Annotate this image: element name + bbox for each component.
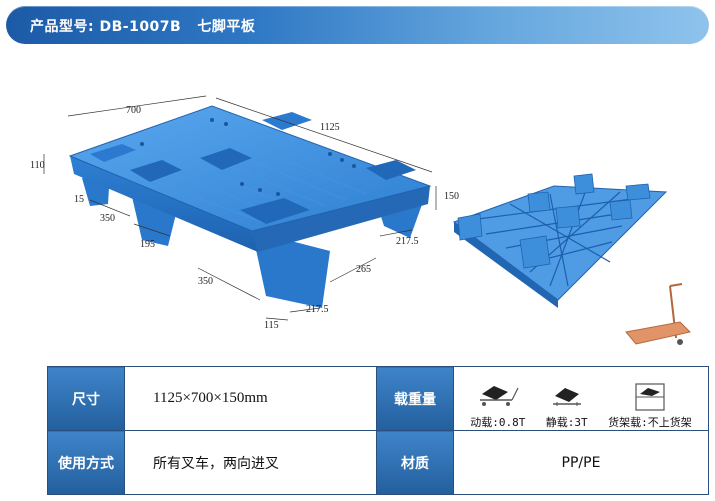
static-load-icon [552, 388, 581, 406]
rack-load-text: 货架载:不上货架 [608, 416, 692, 429]
dim-217-5-bottom: 217.5 [306, 304, 329, 315]
product-title: 产品型号: DB-1007B 七脚平板 [30, 19, 256, 35]
dim-350-bottom: 350 [198, 276, 213, 287]
pallet-top-view [68, 105, 432, 308]
static-load-text: 静载:3T [545, 416, 588, 429]
pallet-bottom-view [452, 173, 668, 308]
dim-265: 265 [356, 264, 371, 275]
dim-217-5-right: 217.5 [396, 236, 419, 247]
spec-row-1: 尺寸 1125×700×150mm 载重量 动载:0.8T [47, 366, 709, 431]
usage-label: 使用方式 [47, 430, 125, 495]
product-figure: 700 1125 110 150 15 350 195 350 115 217.… [30, 86, 710, 348]
dynamic-load-icon [479, 386, 519, 406]
dim-115: 115 [264, 320, 279, 331]
load-values: 动载:0.8T 静载:3T 货架载:不上货架 [453, 366, 709, 431]
rack-load-icon [635, 383, 665, 411]
rack-load: 货架载:不上货架 [608, 382, 692, 430]
dimension-annotations: 700 1125 110 150 15 350 195 350 115 217.… [30, 95, 459, 331]
spec-row-2: 使用方式 所有叉车，两向进叉 材质 PP/PE [47, 430, 709, 495]
material-label: 材质 [376, 430, 454, 495]
dim-700: 700 [126, 105, 141, 116]
dynamic-load: 动载:0.8T [470, 382, 525, 430]
material-value: PP/PE [453, 430, 709, 495]
dim-150: 150 [444, 191, 459, 202]
dim-110: 110 [30, 160, 45, 171]
spec-table: 尺寸 1125×700×150mm 载重量 动载:0.8T [47, 366, 709, 495]
load-label: 载重量 [376, 366, 454, 431]
size-label: 尺寸 [47, 366, 125, 431]
size-value: 1125×700×150mm [124, 366, 377, 431]
static-load: 静载:3T [546, 382, 588, 430]
dynamic-load-text: 动载:0.8T [470, 416, 526, 429]
dim-350-left: 350 [100, 213, 115, 224]
header-bar: 产品型号: DB-1007B 七脚平板 [6, 6, 709, 44]
dim-15: 15 [74, 194, 84, 205]
dim-1125: 1125 [320, 122, 340, 133]
usage-value: 所有叉车，两向进叉 [124, 430, 377, 495]
dim-195: 195 [140, 239, 155, 250]
pallet-jack-illustration [625, 283, 691, 345]
